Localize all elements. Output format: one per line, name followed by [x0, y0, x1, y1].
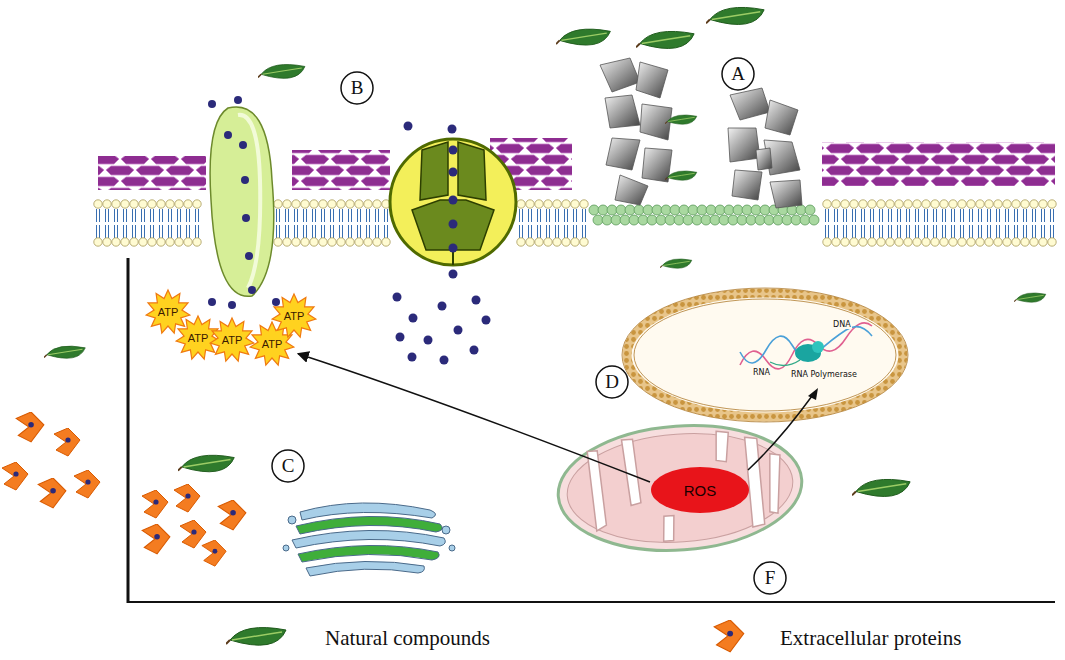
- ros-ellipse: ROS: [650, 466, 750, 514]
- callout-letter: F: [753, 561, 787, 595]
- legend-leaf: [226, 628, 286, 646]
- callout-letter: A: [721, 57, 755, 91]
- atp-burst: ATP: [175, 315, 221, 361]
- node-label: ATP: [222, 334, 243, 346]
- callout-letter: B: [340, 71, 374, 105]
- node-label: ROS: [684, 482, 717, 499]
- dna-label: DNA: [832, 320, 852, 329]
- node-label: ATP: [158, 306, 179, 318]
- node-label: C: [282, 455, 295, 477]
- node-label: ATP: [284, 310, 305, 322]
- atp-burst: ATP: [271, 293, 317, 339]
- atp-burst: ATP: [145, 289, 191, 335]
- dna-label: RNA Polymerase: [790, 370, 858, 379]
- node-label: ATP: [188, 332, 209, 344]
- arrow-connector: [298, 354, 650, 482]
- node-label: F: [765, 567, 776, 589]
- legend-text: Extracellular proteins: [780, 626, 961, 651]
- node-label: A: [731, 63, 745, 85]
- legend-text: Natural compounds: [325, 626, 490, 651]
- node-label: ATP: [262, 338, 283, 350]
- dna-label: RNA: [752, 368, 771, 377]
- node-label: D: [605, 371, 619, 393]
- atp-burst: ATP: [209, 317, 255, 363]
- callout-letter: C: [271, 449, 305, 483]
- legend-protein: [714, 620, 743, 652]
- callout-letter: D: [595, 365, 629, 399]
- node-label: B: [351, 77, 364, 99]
